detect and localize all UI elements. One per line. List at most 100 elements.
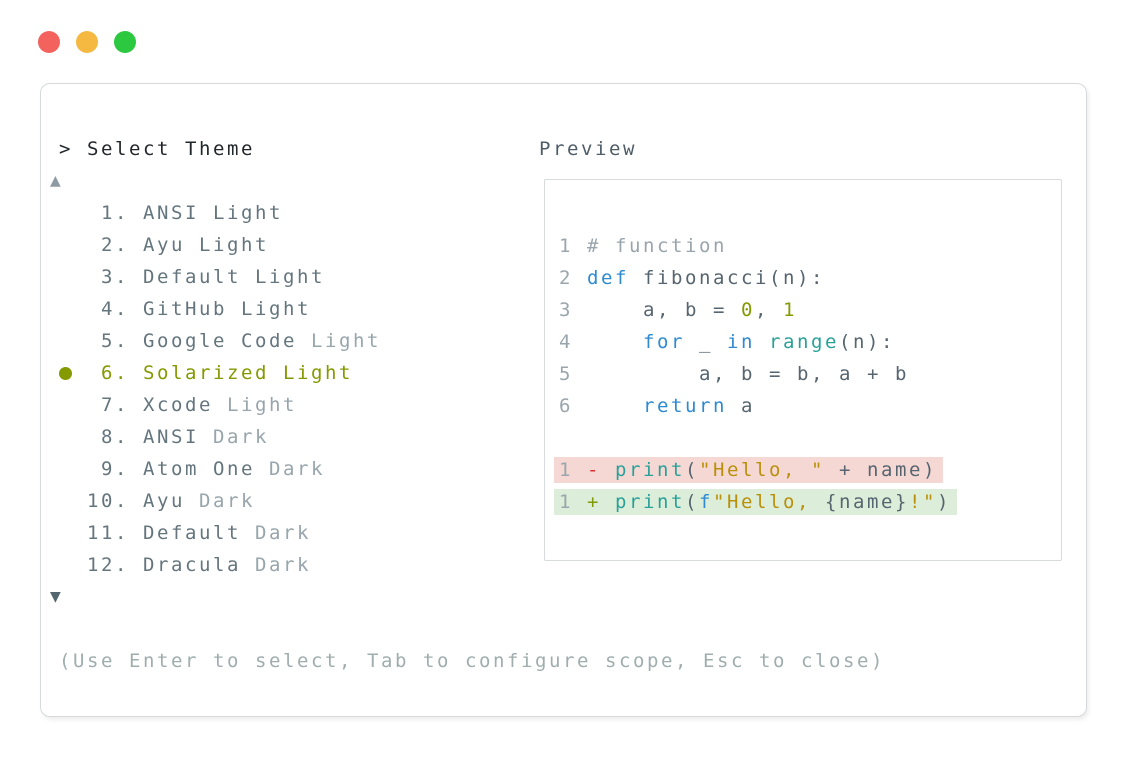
theme-item-name: GitHub Light — [143, 298, 311, 320]
code-token: in — [727, 331, 755, 353]
code-token: ( — [685, 459, 699, 481]
theme-item-name: ANSI Light — [143, 202, 283, 224]
keyboard-hint: (Use Enter to select, Tab to configure s… — [59, 650, 885, 672]
theme-item-number: 9. — [87, 458, 143, 480]
code-token: def — [587, 267, 629, 289]
theme-item-name: Ayu — [143, 490, 185, 512]
theme-list-item[interactable]: 11. Default Dark — [87, 517, 381, 549]
theme-item-name: Ayu Light — [143, 234, 269, 256]
code-token: !" — [909, 491, 937, 513]
code-token: + — [587, 491, 615, 513]
code-token: + name) — [825, 459, 937, 481]
theme-item-number: 10. — [87, 490, 143, 512]
theme-list-item[interactable]: 10. Ayu Dark — [87, 485, 381, 517]
code-token: 1 — [783, 299, 797, 321]
theme-list-item[interactable]: 12. Dracula Dark — [87, 549, 381, 581]
diff-highlight: 1 + print(f"Hello, {name}!") — [554, 489, 957, 515]
theme-list-item[interactable]: 9. Atom One Dark — [87, 453, 381, 485]
maximize-button[interactable] — [114, 31, 136, 53]
code-token: print — [615, 459, 685, 481]
code-token: a, b = b, a + b — [587, 363, 909, 385]
code-line: 3 a, b = 0, 1 — [559, 294, 957, 326]
theme-item-name: ANSI — [143, 426, 199, 448]
theme-item-number: 7. — [87, 394, 143, 416]
code-token: fibonacci(n): — [629, 267, 825, 289]
theme-item-number: 1. — [87, 202, 143, 224]
code-token: range — [769, 331, 839, 353]
code-token: ) — [937, 491, 951, 513]
code-token: , — [755, 299, 783, 321]
theme-item-name: Solarized Light — [143, 362, 353, 384]
theme-item-name: Default — [143, 522, 241, 544]
code-line: 2 def fibonacci(n): — [559, 262, 957, 294]
theme-list: 1. ANSI Light 2. Ayu Light 3. Default Li… — [87, 197, 381, 581]
code-line: 6 return a — [559, 390, 957, 422]
theme-list-item[interactable]: 3. Default Light — [87, 261, 381, 293]
theme-item-number: 2. — [87, 234, 143, 256]
diff-removed-line: 1 - print("Hello, " + name) — [554, 454, 957, 486]
theme-item-number: 3. — [87, 266, 143, 288]
close-button[interactable] — [38, 31, 60, 53]
code-token: a, b = — [587, 299, 741, 321]
line-number: 6 — [559, 395, 587, 417]
theme-item-variant: Light — [213, 394, 297, 416]
code-token: # function — [587, 235, 727, 257]
theme-list-item[interactable]: 4. GitHub Light — [87, 293, 381, 325]
theme-item-name: Dracula — [143, 554, 241, 576]
code-token: 0 — [741, 299, 755, 321]
window-controls — [38, 31, 136, 53]
line-number: 1 — [559, 459, 587, 481]
line-number: 1 — [559, 235, 587, 257]
select-theme-prompt: > Select Theme — [59, 138, 255, 160]
preview-label: Preview — [539, 138, 637, 160]
theme-item-number: 5. — [87, 330, 143, 352]
scroll-up-icon[interactable]: ▲ — [50, 173, 61, 189]
theme-item-variant: Dark — [199, 426, 269, 448]
blank-line — [559, 422, 957, 454]
code-token: (n): — [839, 331, 895, 353]
theme-list-item[interactable]: 8. ANSI Dark — [87, 421, 381, 453]
theme-item-number: 11. — [87, 522, 143, 544]
code-line: 1 # function — [559, 230, 957, 262]
code-token: "Hello, — [713, 491, 825, 513]
selected-theme-indicator — [59, 367, 72, 380]
code-token: return — [643, 395, 727, 417]
code-token: _ — [685, 331, 727, 353]
theme-item-variant: Dark — [241, 522, 311, 544]
scroll-down-icon[interactable]: ▼ — [50, 589, 61, 605]
theme-item-name: Xcode — [143, 394, 213, 416]
theme-list-item[interactable]: 5. Google Code Light — [87, 325, 381, 357]
theme-item-variant: Dark — [255, 458, 325, 480]
theme-item-number: 12. — [87, 554, 143, 576]
code-token: - — [587, 459, 615, 481]
theme-item-number: 6. — [87, 362, 143, 384]
theme-item-name: Google Code — [143, 330, 297, 352]
line-number: 5 — [559, 363, 587, 385]
theme-list-item[interactable]: 2. Ayu Light — [87, 229, 381, 261]
code-token: print — [615, 491, 685, 513]
diff-highlight: 1 - print("Hello, " + name) — [554, 457, 943, 483]
minimize-button[interactable] — [76, 31, 98, 53]
line-number: 1 — [559, 491, 587, 513]
code-token: ( — [685, 491, 699, 513]
code-token: "Hello, " — [699, 459, 825, 481]
code-token — [587, 395, 643, 417]
code-line: 5 a, b = b, a + b — [559, 358, 957, 390]
theme-item-name: Default Light — [143, 266, 325, 288]
line-number: 4 — [559, 331, 587, 353]
theme-item-variant: Light — [297, 330, 381, 352]
theme-item-name: Atom One — [143, 458, 255, 480]
theme-list-item[interactable]: 7. Xcode Light — [87, 389, 381, 421]
line-number: 3 — [559, 299, 587, 321]
theme-item-number: 8. — [87, 426, 143, 448]
theme-list-item[interactable]: 1. ANSI Light — [87, 197, 381, 229]
code-line: 4 for _ in range(n): — [559, 326, 957, 358]
theme-picker-panel: > Select Theme ▲ 1. ANSI Light 2. Ayu Li… — [40, 83, 1087, 717]
theme-item-variant: Dark — [241, 554, 311, 576]
theme-item-variant: Dark — [185, 490, 255, 512]
theme-list-item[interactable]: 6. Solarized Light — [87, 357, 381, 389]
code-token: a — [727, 395, 755, 417]
code-token: for — [643, 331, 685, 353]
